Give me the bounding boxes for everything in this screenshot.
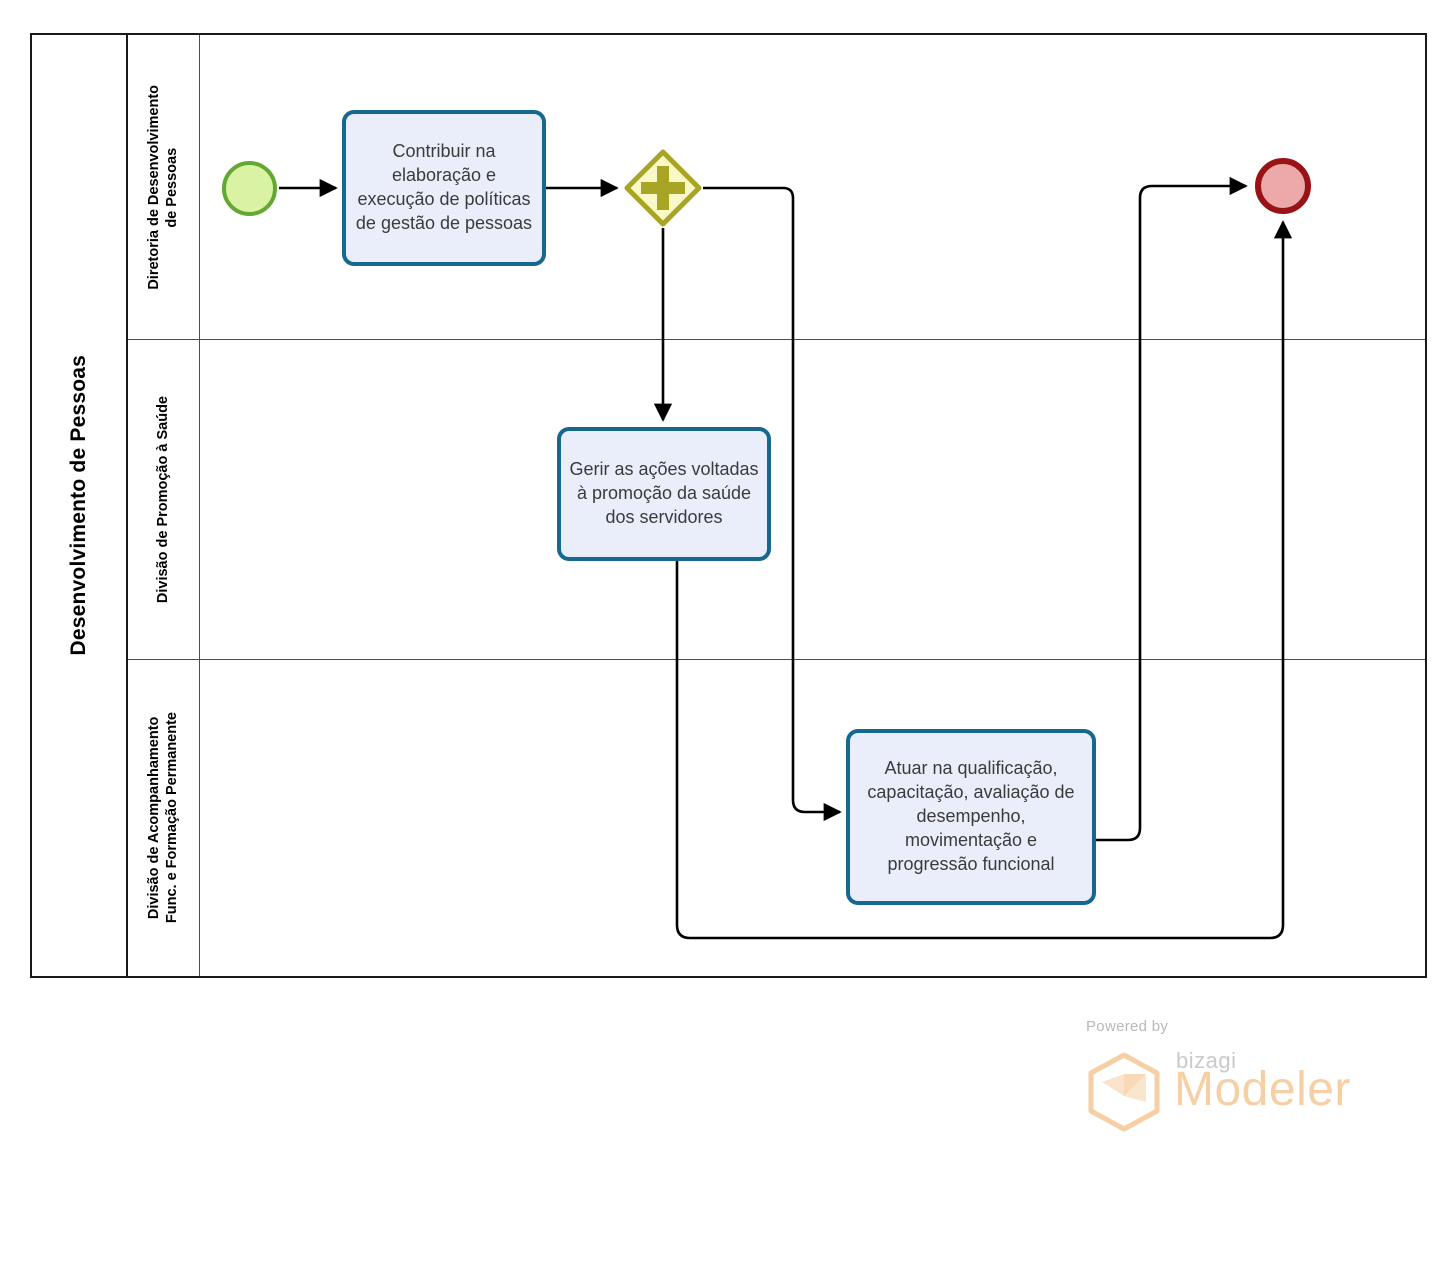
- lane-label-promocao-saude: Divisão de Promoção à Saúde: [155, 395, 172, 604]
- lane-divisao-de-acompanhamento-funcional[interactable]: Divisão de Acompanhamento Func. e Formaç…: [128, 660, 1425, 976]
- task-gerir-acoes-promocao-saude[interactable]: Gerir as ações voltadas à promoção da sa…: [557, 427, 771, 561]
- bizagi-hexagon-logo: [1088, 1052, 1160, 1132]
- lane-header-diretoria: Diretoria de Desenvolvimento de Pessoas: [128, 35, 200, 339]
- lane-label-acompanhamento: Divisão de Acompanhamento Func. e Formaç…: [146, 712, 181, 924]
- lane-label-diretoria: Diretoria de Desenvolvimento de Pessoas: [146, 84, 181, 290]
- start-event[interactable]: [222, 161, 277, 216]
- end-event[interactable]: [1255, 158, 1311, 214]
- bizagi-wordmark: bizagi: [1176, 1048, 1237, 1073]
- modeler-wordmark: Modeler: [1174, 1063, 1351, 1116]
- task-2-label: Gerir as ações voltadas à promoção da sa…: [569, 459, 759, 527]
- powered-by-label: Powered by: [1086, 1018, 1169, 1035]
- task-atuar-qualificacao-capacitacao[interactable]: Atuar na qualificação, capacitação, aval…: [846, 729, 1096, 905]
- lane-body-acompanhamento: [200, 660, 1425, 976]
- task-contribuir-politicas-gestao-pessoas[interactable]: Contribuir na elaboração e execução de p…: [342, 110, 546, 266]
- lane-diretoria-de-desenvolvimento-de-pessoas[interactable]: Diretoria de Desenvolvimento de Pessoas: [128, 35, 1425, 340]
- task-3-label: Atuar na qualificação, capacitação, aval…: [867, 758, 1075, 874]
- parallel-gateway[interactable]: [623, 148, 703, 228]
- lane-header-acompanhamento: Divisão de Acompanhamento Func. e Formaç…: [128, 660, 200, 976]
- lane-body-promocao-saude: [200, 340, 1425, 659]
- task-1-label: Contribuir na elaboração e execução de p…: [355, 141, 533, 233]
- pool-title: Desenvolvimento de Pessoas: [67, 355, 90, 656]
- lane-header-promocao-saude: Divisão de Promoção à Saúde: [128, 340, 200, 659]
- lane-divisao-de-promocao-a-saude[interactable]: Divisão de Promoção à Saúde: [128, 340, 1425, 660]
- bizagi-watermark: Powered by bizagi Modeler: [1078, 1018, 1351, 1132]
- pool-header: Desenvolvimento de Pessoas: [32, 35, 128, 976]
- gateway-plus-icon: [641, 166, 685, 210]
- lane-container: Diretoria de Desenvolvimento de Pessoas …: [128, 35, 1425, 976]
